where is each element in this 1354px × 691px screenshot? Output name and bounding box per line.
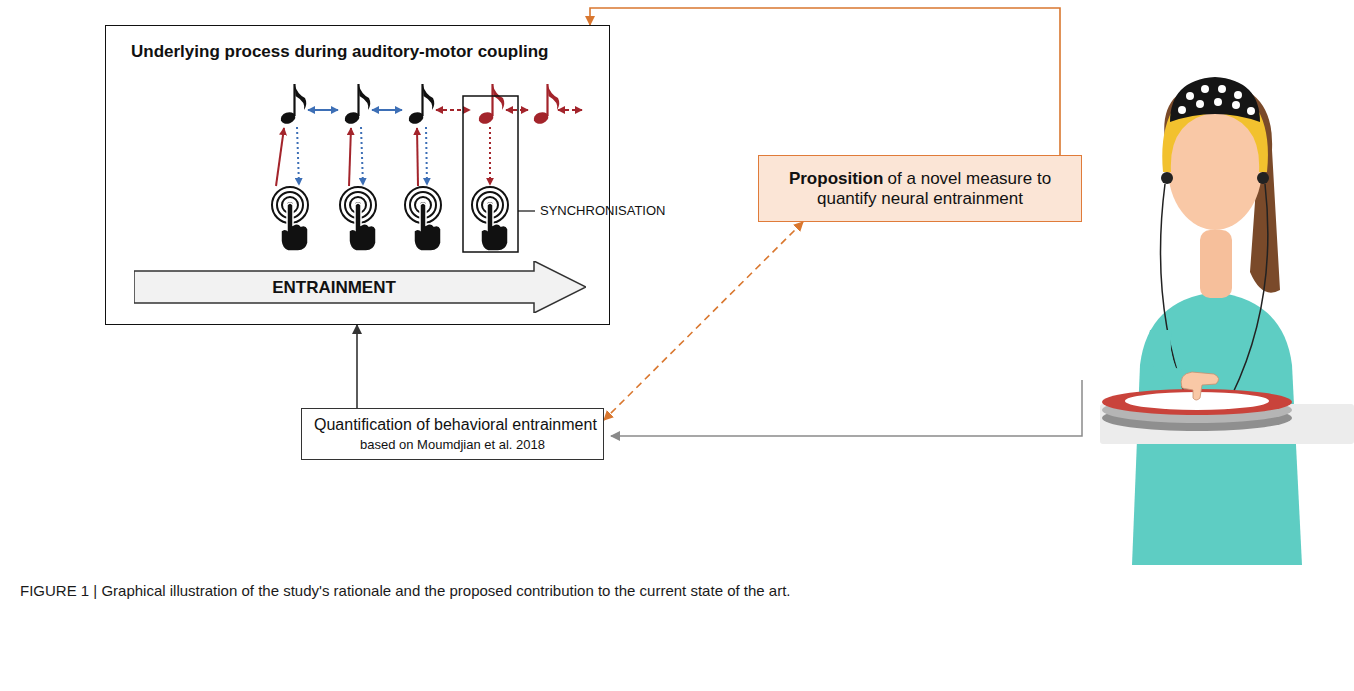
connector (590, 8, 1060, 155)
eeg-cap-band (1162, 78, 1268, 172)
eeg-cap (1170, 77, 1260, 122)
connector (604, 222, 803, 420)
entrainment-arrow: ENTRAINMENT (134, 261, 586, 313)
tap-icon (472, 187, 508, 251)
interval-arrow (436, 109, 470, 111)
box-body: based on Moumdjian et al. 2018 (314, 437, 591, 452)
note-symbol (279, 84, 306, 126)
box-heading: Quantification of behavioral entrainment (314, 416, 591, 434)
text-holder: Quantification of behavioral entrainment… (314, 416, 591, 452)
connector (356, 325, 358, 408)
text-holder: Propositionof a novel measure to quantif… (771, 169, 1069, 209)
synchronisation-arrow (489, 127, 491, 185)
note-to-tap-arrow (297, 127, 299, 185)
process-panel: Underlying process during auditory-motor… (105, 25, 610, 325)
earphone-cable (1232, 184, 1268, 395)
earphone (1161, 172, 1173, 184)
electrodes (1178, 85, 1255, 115)
synchronisation-frame (463, 96, 518, 252)
tap-to-note-arrow (417, 128, 418, 186)
tap-to-note-arrow (349, 128, 351, 186)
box-heading: ENTRAINMENT (272, 278, 396, 298)
arrow-outline (134, 261, 586, 313)
note-symbol (343, 84, 370, 126)
note-to-tap-arrow (361, 127, 363, 185)
tap-to-note-arrow (276, 128, 284, 186)
interval-arrow (372, 109, 402, 111)
earphone (1257, 172, 1269, 184)
quantification-box: Quantification of behavioral entrainment… (301, 408, 604, 460)
note-to-tap-arrow (426, 127, 427, 185)
note-symbol (407, 84, 434, 126)
tap-icon (405, 187, 441, 251)
interval-arrows (308, 109, 582, 111)
callout-label: SYNCHRONISATION (540, 203, 665, 218)
interval-arrow (558, 109, 582, 111)
note-symbol (477, 84, 504, 126)
interval-arrow (506, 109, 528, 111)
leader-line (518, 210, 535, 211)
tap-icon (340, 187, 376, 251)
participant-figure (1100, 77, 1354, 565)
note-symbol (532, 84, 559, 126)
figure-caption: FIGURE 1 | Graphical illustration of the… (20, 582, 791, 599)
panel-title: Underlying process during auditory-motor… (131, 42, 548, 62)
tap-icon (272, 187, 308, 251)
box-heading: Proposition (789, 169, 883, 188)
coupling-arrows (276, 127, 490, 186)
interval-arrow (308, 109, 338, 111)
tap-icons (272, 187, 508, 251)
neck (1200, 230, 1232, 298)
hand (1181, 372, 1218, 400)
data-flow-line (611, 380, 1082, 436)
proposal-box: Propositionof a novel measure to quantif… (758, 155, 1082, 222)
